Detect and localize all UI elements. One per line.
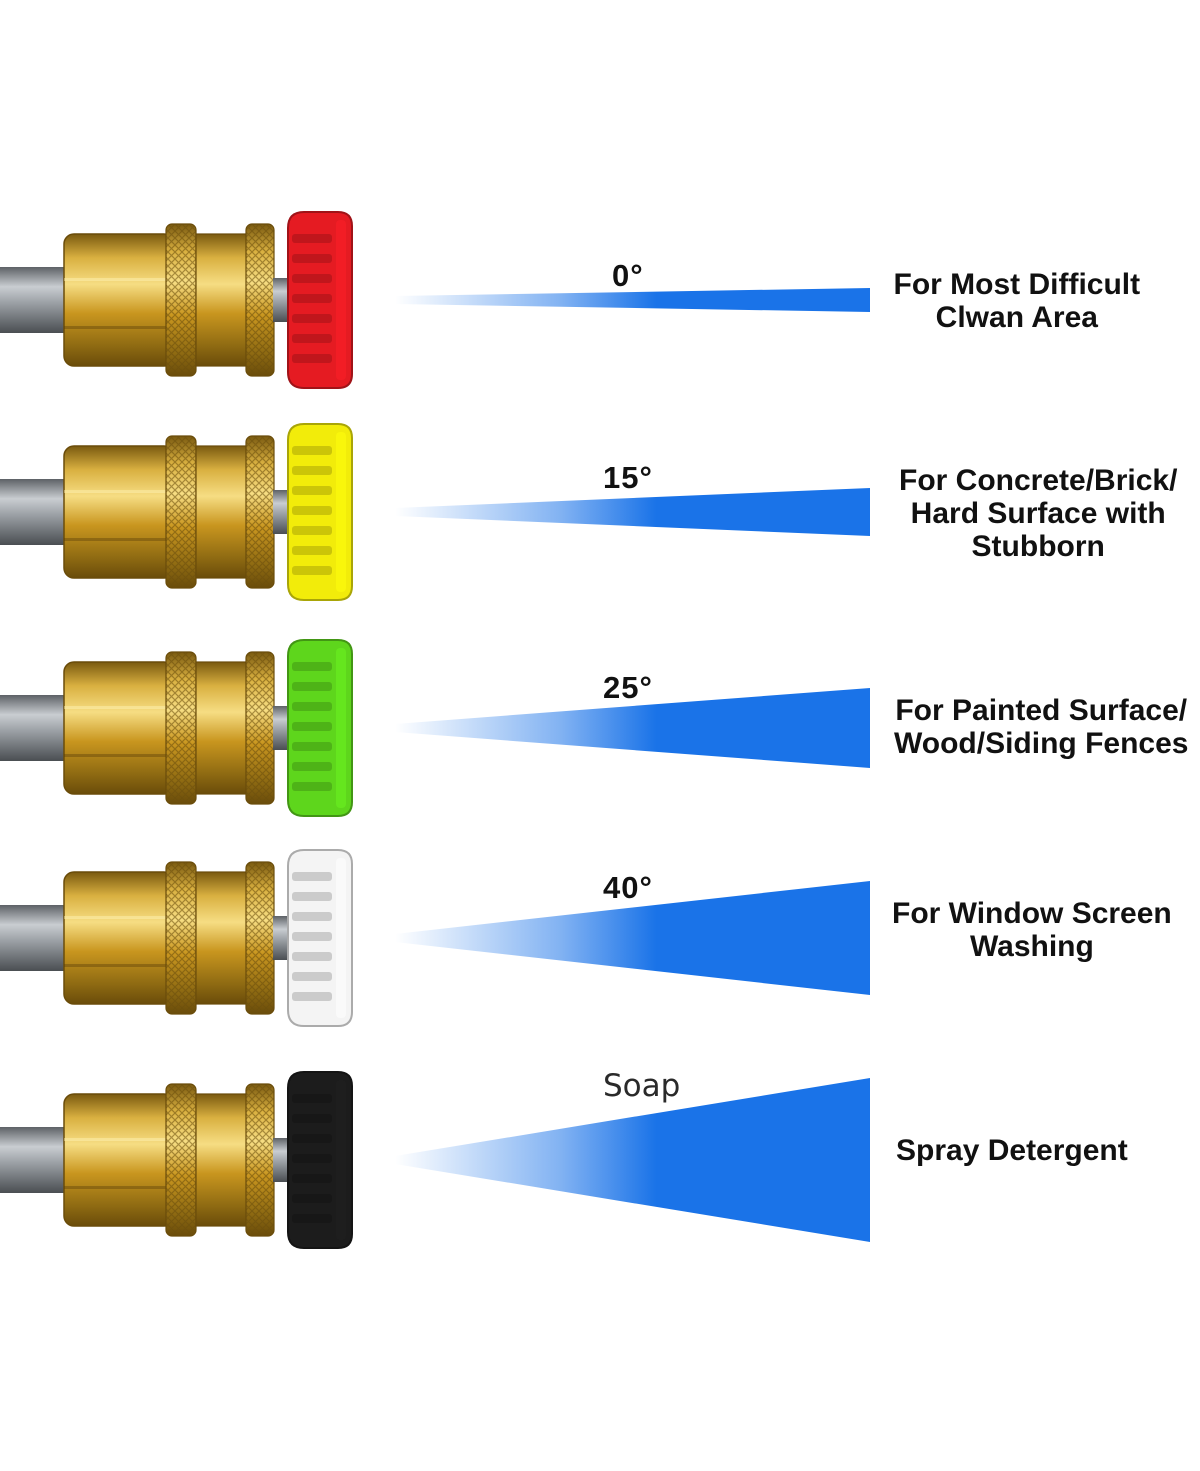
angle-label: 15°: [603, 460, 653, 495]
brass-sleeve: [195, 445, 249, 579]
description-line: For Concrete/Brick/: [899, 464, 1178, 497]
wand-shaft: [0, 695, 72, 761]
spray-pattern: [395, 488, 870, 536]
nozzle-tip-red: [287, 211, 353, 389]
angle-label: 25°: [603, 670, 653, 705]
angle-label: 40°: [603, 870, 653, 905]
description-line: Washing: [969, 930, 1094, 963]
nozzle-tip-white: [287, 849, 353, 1027]
description-line: Wood/Siding Fences: [894, 727, 1189, 760]
wand-shaft: [0, 479, 72, 545]
description-line: Spray Detergent: [896, 1134, 1128, 1167]
description-line: Stubborn: [971, 530, 1105, 563]
brass-hex-body: [63, 1093, 175, 1227]
spray-pattern: [395, 881, 870, 995]
nozzle-row-red: [0, 211, 870, 389]
nozzle-row-black: [0, 1071, 870, 1249]
brass-sleeve: [195, 1093, 249, 1227]
brass-sleeve: [195, 871, 249, 1005]
description-line: For Window Screen: [892, 897, 1172, 930]
wand-shaft: [0, 267, 72, 333]
nozzle-description: Spray Detergent: [896, 1134, 1128, 1167]
nozzle-row-green: [0, 639, 870, 817]
nozzle-tip-black: [287, 1071, 353, 1249]
brass-hex-body: [63, 445, 175, 579]
nozzle-tip-green: [287, 639, 353, 817]
spray-pattern: [395, 1078, 870, 1242]
brass-hex-body: [63, 871, 175, 1005]
angle-label: Soap: [603, 1068, 681, 1104]
angle-label: 0°: [612, 258, 644, 293]
wand-shaft: [0, 905, 72, 971]
description-line: Clwan Area: [935, 301, 1098, 334]
nozzle-description: For Painted Surface/Wood/Siding Fences: [894, 694, 1188, 760]
brass-hex-body: [63, 661, 175, 795]
description-line: Hard Surface with: [910, 497, 1166, 530]
brass-sleeve: [195, 233, 249, 367]
spray-pattern: [395, 288, 870, 312]
description-line: For Painted Surface/: [895, 694, 1188, 727]
brass-sleeve: [195, 661, 249, 795]
nozzle-tip-yellow: [287, 423, 353, 601]
nozzle-row-white: [0, 849, 870, 1027]
nozzle-row-yellow: [0, 423, 870, 601]
wand-shaft: [0, 1127, 72, 1193]
spray-pattern: [395, 688, 870, 768]
description-line: For Most Difficult: [893, 268, 1141, 301]
brass-hex-body: [63, 233, 175, 367]
